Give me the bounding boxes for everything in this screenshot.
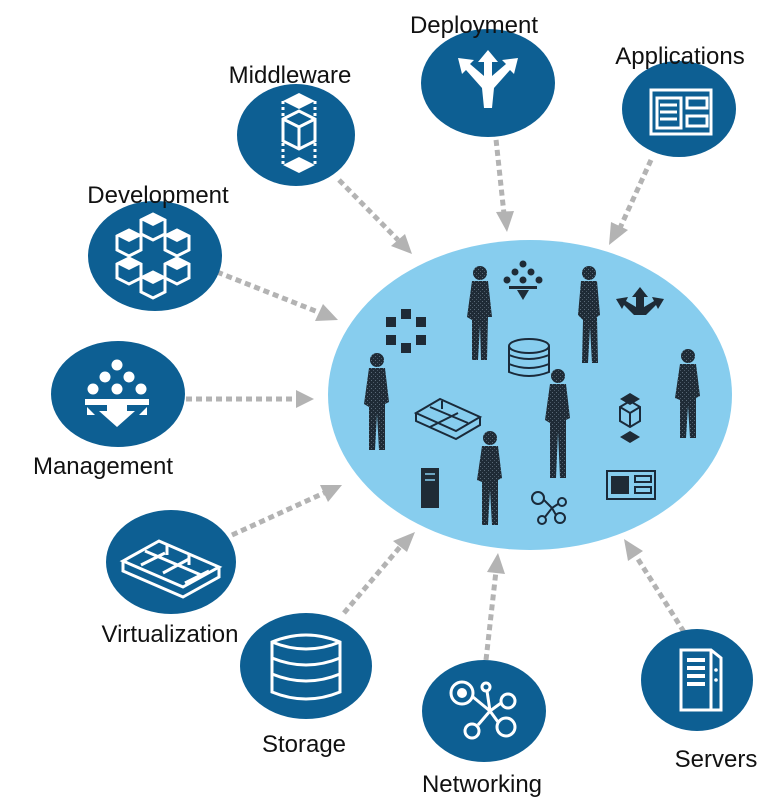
server-tower-icon [679, 648, 723, 712]
arrow-applications-to-hub [609, 158, 654, 245]
hub-middleware-icon [619, 393, 641, 443]
arrow-management-to-hub [186, 390, 314, 408]
person-silhouette [467, 266, 492, 360]
arrow-development-to-hub [216, 269, 338, 321]
virtualization-blocks-icon [119, 539, 223, 599]
deployment-arrows-icon [458, 50, 518, 108]
node-networking: Networking [422, 660, 546, 798]
node-applications: Applications [615, 43, 745, 157]
people-silhouettes-group [364, 266, 700, 525]
hub-storage-icon [508, 338, 550, 377]
person-silhouette [545, 369, 570, 478]
node-applications-circle [622, 61, 736, 157]
person-silhouette [675, 349, 700, 438]
connector-arrows [186, 129, 687, 661]
node-storage: Storage [240, 613, 372, 758]
node-deployment-label: Deployment [410, 12, 538, 39]
application-window-icon [649, 88, 713, 136]
node-virtualization-label: Virtualization [102, 621, 239, 648]
person-silhouette [578, 266, 600, 363]
node-middleware: Middleware [229, 62, 355, 186]
hub-application-icon [606, 470, 656, 500]
arrow-middleware-to-hub [337, 178, 412, 254]
node-servers-circle [641, 629, 753, 731]
node-development: Development [87, 182, 229, 311]
node-applications-label: Applications [615, 43, 744, 70]
hub-deployment-icon [616, 287, 664, 315]
arrow-deployment-to-hub [492, 129, 514, 232]
arrow-storage-to-hub [342, 532, 415, 615]
management-hierarchy-icon [85, 359, 149, 427]
person-silhouette [477, 431, 502, 525]
storage-database-icon [270, 633, 342, 701]
hub-server-icon [421, 468, 439, 508]
node-development-label: Development [87, 182, 229, 209]
node-deployment: Deployment [410, 12, 555, 137]
node-middleware-circle [237, 84, 355, 186]
middleware-cube-icon [281, 93, 317, 173]
development-cubes-icon [115, 212, 191, 300]
node-networking-label: Networking [422, 771, 542, 798]
node-management: Management [33, 341, 185, 480]
node-development-circle [88, 201, 222, 311]
node-middleware-label: Middleware [229, 62, 352, 89]
hub-virtualization-icon [413, 397, 483, 441]
node-networking-circle [422, 660, 546, 762]
arrow-servers-to-hub [624, 539, 687, 634]
hub-management-icon [503, 260, 543, 300]
arrow-networking-to-hub [483, 553, 505, 661]
node-management-label: Management [33, 453, 173, 480]
node-virtualization: Virtualization [102, 510, 239, 648]
central-hub [328, 240, 732, 550]
networking-nodes-icon [449, 680, 517, 740]
node-servers-label: Servers [675, 746, 758, 773]
hub-networking-icon [531, 491, 567, 525]
arrow-virtualization-to-hub [230, 485, 342, 538]
person-silhouette [364, 353, 389, 450]
node-servers: Servers [641, 629, 757, 773]
hub-development-icon [386, 309, 426, 353]
node-storage-label: Storage [262, 731, 346, 758]
